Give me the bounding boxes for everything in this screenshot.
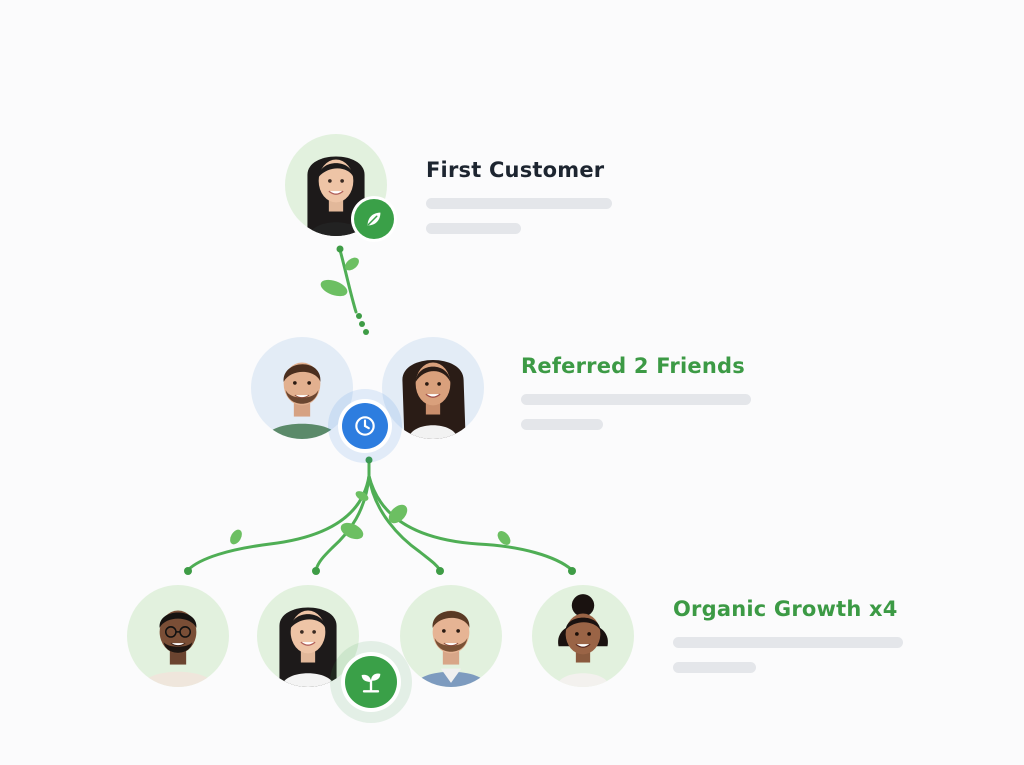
vine-dot — [356, 313, 362, 319]
growth-avatar-woman-black-hair — [257, 585, 359, 687]
vine-to-avatar-1 — [186, 474, 371, 572]
leaf-icon — [340, 522, 364, 540]
vine-dot — [365, 456, 373, 464]
level-label-first-customer: First Customer — [426, 158, 605, 182]
placeholder-line — [673, 662, 756, 673]
sprout-badge — [330, 641, 412, 723]
vine-level1-to-level2 — [338, 248, 358, 314]
leaf-icon — [388, 504, 408, 524]
placeholder-line — [426, 198, 612, 209]
placeholder-line — [521, 419, 603, 430]
leaf-icon — [355, 491, 369, 501]
vine-to-avatar-2 — [314, 474, 371, 572]
customer-avatar-woman-black-hair — [285, 134, 387, 236]
growth-avatar-man-beard-denim — [400, 585, 502, 687]
clock-badge — [328, 389, 402, 463]
leaf-icon — [230, 529, 242, 545]
leaf-icon — [345, 257, 359, 271]
leaf-icon — [367, 212, 381, 226]
vine-dot — [359, 321, 365, 327]
leaf-badge — [354, 199, 394, 239]
vine-dot — [336, 245, 344, 253]
vine-end-dot — [436, 567, 444, 575]
clock-badge-inner — [342, 403, 388, 449]
level-label-organic-growth: Organic Growth x4 — [673, 597, 898, 621]
placeholder-line — [521, 394, 751, 405]
growth-avatar-man-glasses — [127, 585, 229, 687]
vine-end-dot — [568, 567, 576, 575]
leaf-icon — [320, 279, 348, 297]
placeholder-line — [426, 223, 521, 234]
vine-end-dot — [312, 567, 320, 575]
vine-to-avatar-4 — [367, 474, 574, 572]
sprout-icon — [361, 673, 381, 693]
clock-icon — [355, 416, 375, 436]
friend-avatar-woman-long-hair — [382, 337, 484, 439]
sprout-badge-inner — [345, 656, 397, 708]
vine-end-dot — [184, 567, 192, 575]
vine-to-avatar-3 — [367, 474, 442, 572]
friend-avatar-man-beard — [251, 337, 353, 439]
vine-dot — [363, 329, 369, 335]
leaf-icon — [497, 531, 511, 545]
placeholder-line — [673, 637, 903, 648]
growth-avatar-woman-curly-hair — [532, 585, 634, 687]
level-label-referred-friends: Referred 2 Friends — [521, 354, 745, 378]
